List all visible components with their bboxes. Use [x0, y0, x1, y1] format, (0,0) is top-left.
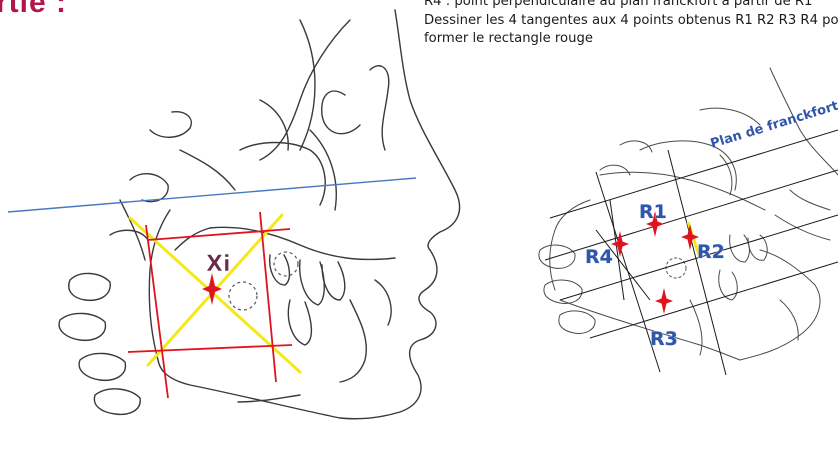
r1-label: R1 — [639, 201, 667, 223]
r2-label: R2 — [697, 241, 725, 263]
r4-label: R4 — [585, 246, 613, 268]
r3-label: R3 — [650, 328, 678, 350]
